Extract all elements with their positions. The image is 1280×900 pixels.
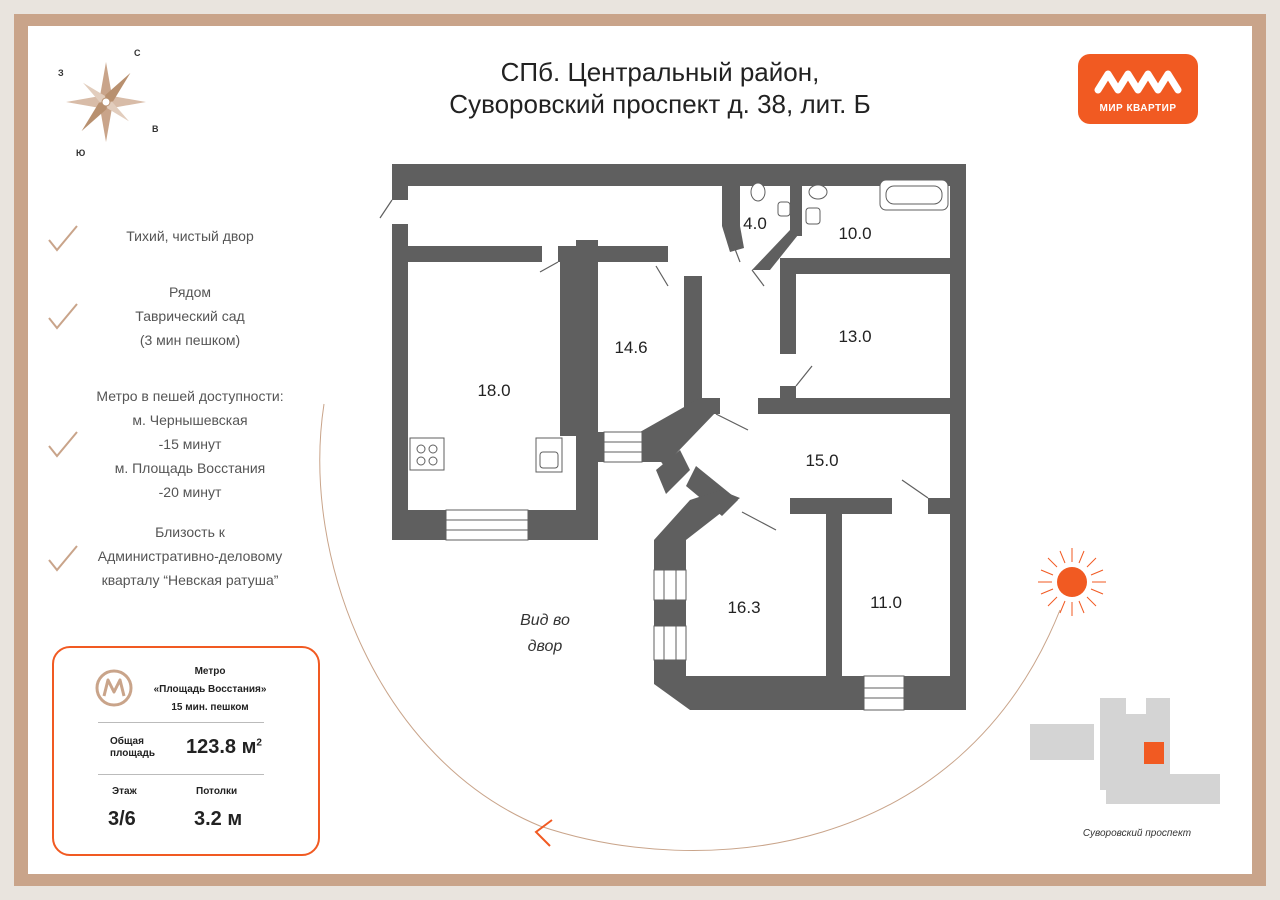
street-label: Суворовский проспект — [1082, 828, 1192, 839]
room-area-room-14-6: 14.6 — [614, 338, 647, 357]
room-area-kitchen: 18.0 — [477, 381, 510, 400]
area-unit-superscript: 2 — [256, 737, 262, 749]
area-number: 123.8 м — [186, 736, 257, 758]
info-card: Метро «Площадь Восстания» 15 мин. пешком… — [52, 646, 320, 856]
yard-view-label: Вид во двор — [500, 608, 590, 660]
feature-text: кварталу “Невская ратуша” — [101, 572, 279, 588]
metro-walk-time: 15 мин. пешком — [171, 702, 249, 713]
metro-icon — [95, 669, 133, 707]
ceiling-label: Потолки — [196, 786, 238, 797]
feature-metro: Метро в пешей доступности: м. Чернышевск… — [70, 384, 310, 504]
feature-text: Близость к — [155, 524, 225, 540]
room-area-bedroom-13: 13.0 — [838, 327, 871, 346]
feature-quiet-yard: Тихий, чистый двор — [70, 224, 310, 248]
divider — [98, 774, 264, 775]
yard-line-2: двор — [527, 638, 563, 655]
feature-text: м. Чернышевская — [132, 412, 248, 428]
stove-icon — [409, 437, 445, 471]
feature-text: Тихий, чистый двор — [126, 228, 254, 244]
area-label-1: Общая — [110, 736, 144, 747]
apartment-marker — [1144, 742, 1164, 764]
windows — [445, 431, 905, 711]
checkmark-icon — [48, 303, 78, 330]
checkmark-icon — [48, 225, 78, 252]
logo-text: МИР КВАРТИР — [1099, 103, 1177, 114]
wc-sink-icon — [777, 201, 791, 217]
room-area-bathroom: 10.0 — [838, 224, 871, 243]
feature-business-district: Близость к Административно-деловому квар… — [70, 520, 310, 592]
toilet-icon-2 — [808, 184, 828, 200]
feature-text: (3 мин пешком) — [139, 332, 241, 348]
metro-label: Метро — [194, 666, 226, 677]
logo-mark-icon — [1094, 70, 1182, 94]
fixtures — [409, 179, 949, 473]
feature-text: -15 минут — [158, 436, 222, 452]
compass-west: З — [58, 68, 64, 78]
title-line-1: СПб. Центральный район, — [500, 57, 820, 87]
title-line-2: Суворовский проспект д. 38, лит. Б — [449, 89, 871, 119]
compass-south: Ю — [76, 148, 86, 158]
compass-rose-icon — [66, 62, 146, 142]
feature-text: Таврический сад — [135, 308, 245, 324]
floor-label: Этаж — [112, 786, 137, 797]
metro-station: «Площадь Восстания» — [153, 684, 267, 695]
bath-sink-icon — [805, 207, 821, 225]
floor-value: 3/6 — [108, 808, 136, 830]
feature-text: Рядом — [168, 284, 212, 300]
feature-text: м. Площадь Восстания — [114, 460, 266, 476]
sun-icon — [1038, 548, 1106, 616]
feature-text: Метро в пешей доступности: — [96, 388, 284, 404]
compass-east: В — [152, 124, 159, 134]
compass-north: С — [134, 48, 141, 58]
page-title: СПб. Центральный район, Суворовский прос… — [380, 56, 940, 120]
room-area-room-11: 11.0 — [870, 593, 902, 612]
building-location-map — [1030, 698, 1220, 804]
yard-line-1: Вид во — [520, 612, 570, 629]
feature-garden: Рядом Таврический сад (3 мин пешком) — [70, 280, 310, 352]
checkmark-icon — [48, 545, 78, 572]
checkmark-icon — [48, 431, 78, 458]
area-label-2: площадь — [110, 748, 155, 759]
total-area-value: 123.8 м2 — [186, 736, 262, 759]
ceiling-value: 3.2 м — [194, 808, 243, 830]
toilet-icon — [750, 182, 766, 202]
doors — [379, 199, 929, 531]
feature-text: -20 минут — [158, 484, 222, 500]
brand-logo[interactable]: МИР КВАРТИР — [1078, 54, 1198, 124]
divider — [98, 722, 264, 723]
room-area-room-16-3: 16.3 — [727, 598, 760, 617]
walls — [392, 164, 966, 710]
room-area-room-15: 15.0 — [805, 451, 838, 470]
feature-text: Административно-деловому — [97, 548, 283, 564]
room-area-wc: 4.0 — [743, 214, 767, 233]
